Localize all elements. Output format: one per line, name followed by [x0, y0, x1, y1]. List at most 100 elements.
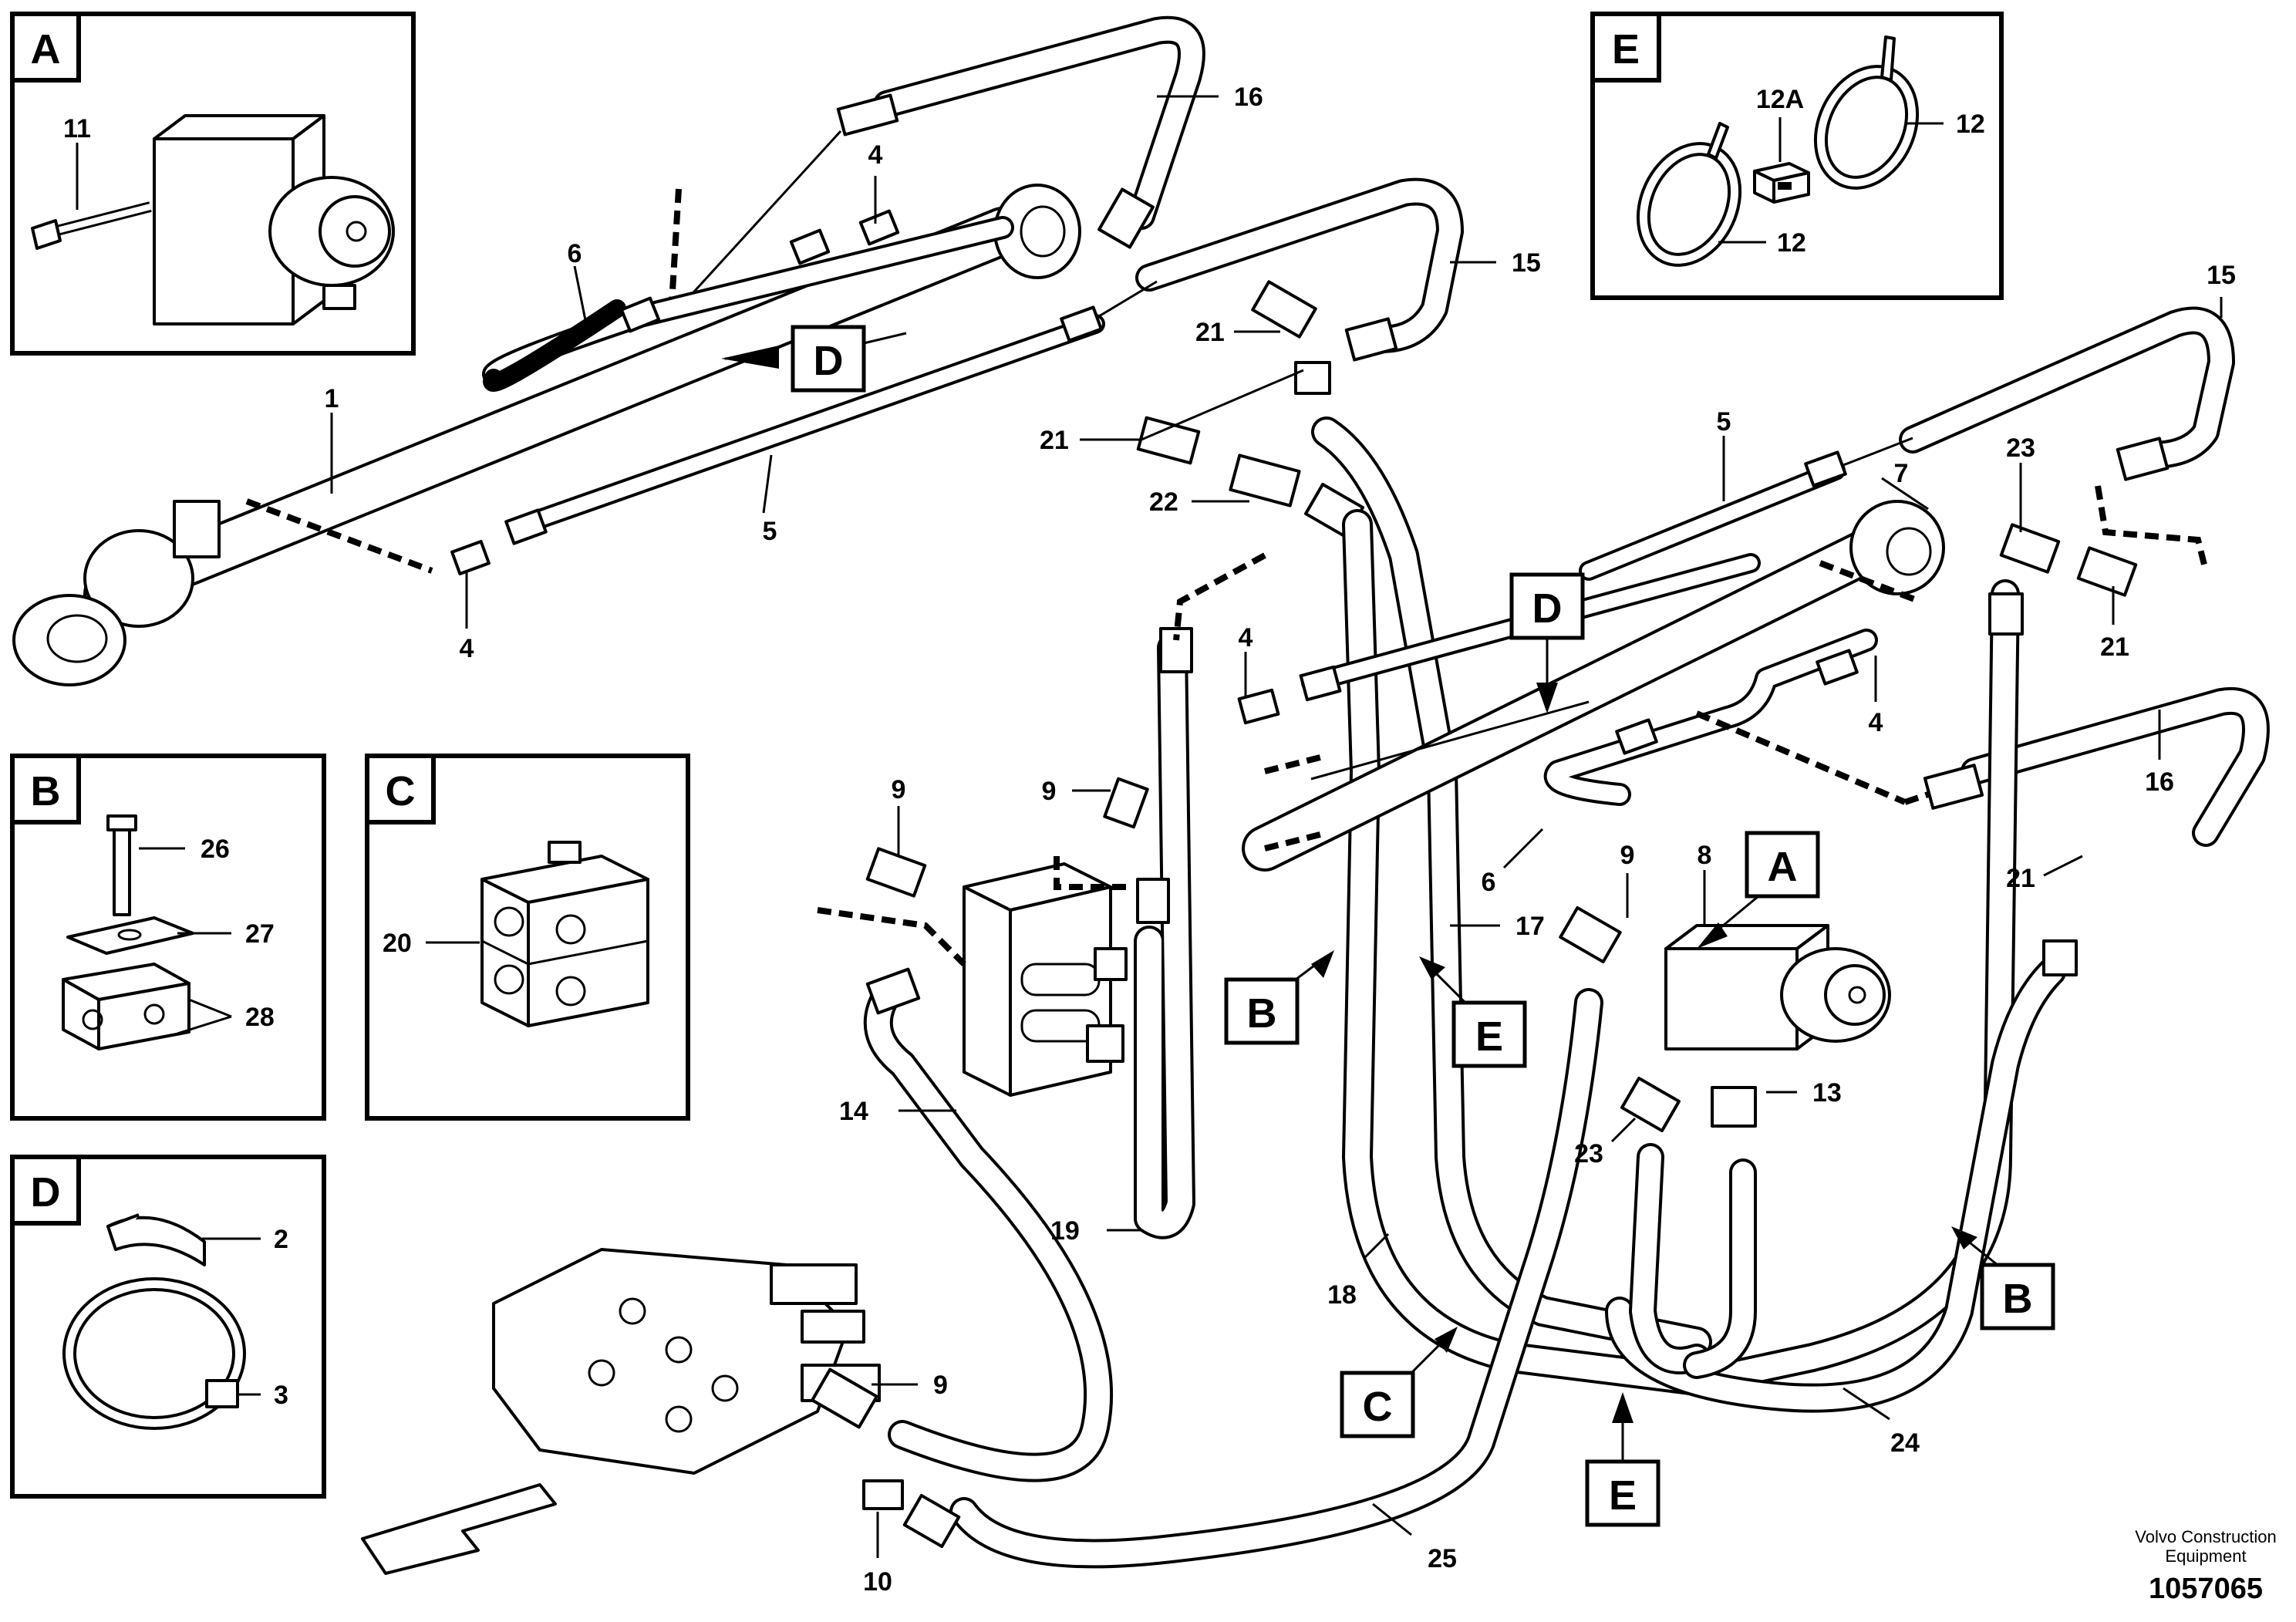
inset-box-d: D 2 3: [10, 1155, 326, 1499]
svg-text:B: B: [2003, 1276, 2033, 1322]
hose-16-right: [1923, 686, 2270, 847]
callout-23-top: 23: [2006, 433, 2035, 463]
footer-company-line2: Equipment: [2165, 1546, 2246, 1566]
svg-text:B: B: [1247, 990, 1277, 1037]
inset-c-letter: C: [386, 768, 416, 814]
main-control-valve: [492, 1248, 881, 1475]
callout-18: 18: [1327, 1280, 1357, 1310]
section-tag-b-right: B: [1951, 1226, 2055, 1330]
callout-12-bottom: 12: [1777, 228, 1806, 258]
inset-box-c: C 20: [365, 754, 690, 1121]
callout-15-top: 15: [1512, 248, 1541, 278]
callout-9-bottom: 9: [933, 1371, 948, 1400]
direction-arrow: [361, 1483, 557, 1575]
svg-text:E: E: [1609, 1472, 1637, 1519]
callout-4-top: 4: [868, 140, 883, 170]
callout-5-left: 5: [763, 517, 777, 546]
svg-text:A: A: [1768, 844, 1798, 890]
callout-13: 13: [1812, 1078, 1842, 1108]
svg-text:C: C: [1363, 1384, 1393, 1430]
callout-14: 14: [839, 1097, 868, 1126]
valve-dash: [1054, 856, 1134, 890]
callout-7: 7: [1894, 459, 1909, 488]
inset-box-b: B 26 27 28: [10, 754, 326, 1121]
hose-6-right-dash: [1695, 710, 1907, 805]
cylinder7-dash-c: [1819, 560, 1922, 605]
callout-28: 28: [245, 1003, 275, 1032]
tie-mount-12a: [1753, 162, 1810, 204]
callout-23-bottom: 23: [1574, 1139, 1603, 1168]
hoses-8-lower: [949, 905, 1757, 1569]
hose-14: [863, 967, 1114, 1482]
cable-tie-12-left: [1636, 122, 1742, 267]
hose-15-right: [1899, 306, 2235, 481]
cable-tie-12-right: [1813, 35, 1920, 190]
callout-6-right: 6: [1482, 868, 1496, 897]
hose-19: [1134, 627, 1195, 1239]
bolt-26: [106, 814, 137, 916]
control-valve-block: [963, 862, 1128, 1097]
callout-12-top: 12: [1956, 110, 1985, 139]
inset-box-a: A 11: [10, 12, 416, 356]
hose-bundle-17-18: [1311, 416, 1712, 1396]
callout-21-d: 21: [2006, 864, 2035, 893]
callout-21-a: 21: [1195, 318, 1225, 347]
fittings-9: [865, 777, 1149, 898]
hose-5-right: [1579, 450, 1847, 581]
callout-21-c: 21: [2100, 632, 2129, 662]
callout-8: 8: [1698, 841, 1712, 870]
hose-16-top: [836, 15, 1205, 249]
callout-3: 3: [274, 1381, 288, 1410]
callouts: 16 4 6 15 21 21 22 1 5 4 4 15 5 7 23 21: [325, 83, 2236, 1597]
callout-25: 25: [1428, 1544, 1457, 1573]
callout-21-b: 21: [1040, 426, 1069, 455]
section-tag-b-left: B: [1224, 950, 1334, 1045]
callout-11: 11: [63, 114, 91, 143]
callout-1: 1: [325, 384, 339, 413]
hydraulic-cylinder-1: [12, 184, 1081, 686]
bolt-11: [31, 201, 152, 250]
callout-9-left: 9: [892, 775, 906, 804]
cylinder7-dash-b: [1264, 830, 1327, 851]
half-clamp-2: [106, 1213, 206, 1266]
cylinder7-dash-a: [1264, 753, 1327, 774]
svg-text:D: D: [1532, 585, 1563, 632]
fittings-21-22: [1136, 280, 1364, 539]
hose-clamp-3: [62, 1277, 246, 1430]
callout-5-right: 5: [1717, 407, 1731, 437]
callout-17: 17: [1515, 912, 1545, 941]
footer: Volvo Construction Equipment 1057065: [2135, 1527, 2276, 1605]
svg-text:E: E: [1475, 1013, 1503, 1060]
inset-d-letter: D: [31, 1169, 61, 1216]
callout-19: 19: [1050, 1216, 1080, 1246]
section-tag-d-upper: D: [721, 325, 907, 393]
hose-6-right: [1543, 629, 1878, 806]
callout-6-top: 6: [568, 239, 582, 268]
callout-16-top: 16: [1234, 83, 1263, 112]
hose-15-top: [1135, 177, 1464, 362]
valve-hoses-9-10: [811, 1367, 961, 1549]
hose-6-top: [482, 209, 1014, 392]
callout-20: 20: [383, 929, 412, 958]
callout-9-right: 9: [1620, 841, 1635, 870]
solenoid-valve-8: [1664, 924, 1891, 1050]
footer-company-line1: Volvo Construction: [2135, 1527, 2276, 1546]
hose-5-right-link: [1839, 437, 1913, 468]
callout-27: 27: [245, 919, 275, 949]
section-tag-e-lower: E: [1585, 1392, 1660, 1527]
hose-right-vertical: [1605, 579, 2078, 1413]
hose-6-line-a: [677, 130, 842, 310]
section-tag-d-lower: D: [1509, 572, 1585, 713]
section-tag-a-valve: A: [1697, 831, 1820, 949]
fittings-21-23-right: [1999, 523, 2138, 597]
callout-2: 2: [274, 1225, 288, 1254]
hydraulic-cylinder-7: [1242, 500, 1945, 872]
callout-9-mid: 9: [1042, 777, 1057, 806]
svg-text:D: D: [814, 338, 844, 384]
hose-16-right-dash: [1903, 791, 1930, 805]
callout-16-right: 16: [2145, 767, 2174, 797]
hose-19-dash: [1173, 552, 1266, 641]
callout-12a: 12A: [1756, 85, 1804, 114]
section-tag-e-mid: E: [1419, 956, 1527, 1068]
inset-b-letter: B: [31, 768, 61, 814]
